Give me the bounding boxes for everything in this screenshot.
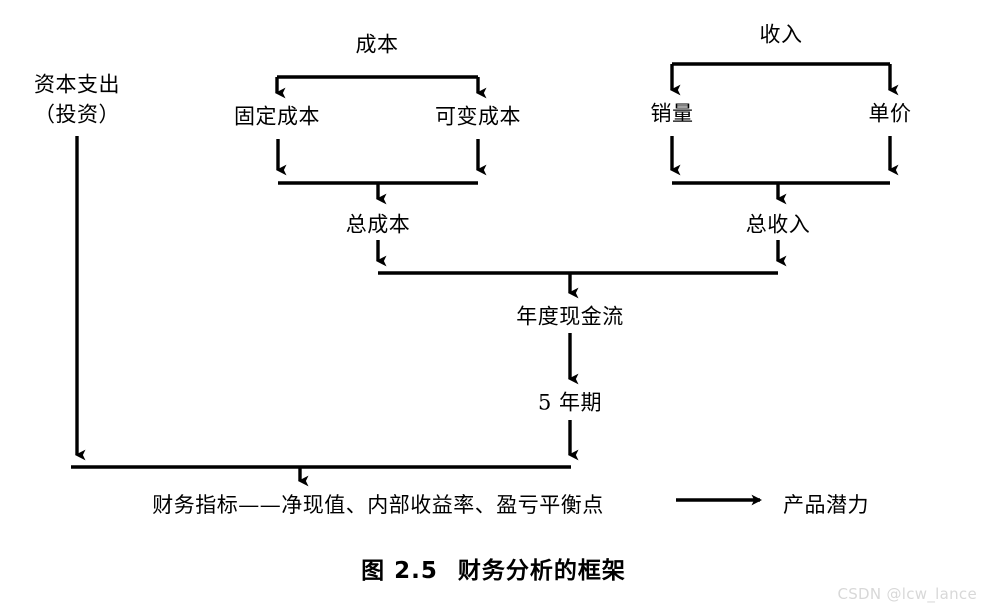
node-sales-volume: 销量 (650, 101, 694, 126)
figure-caption-title: 财务分析的框架 (457, 558, 626, 584)
node-five-year-period: 5 年期 (537, 390, 603, 415)
edge-revenue-split (670, 62, 899, 96)
node-fixed-cost: 固定成本 (234, 104, 320, 129)
edge-revenue-merge (670, 136, 899, 205)
node-total-revenue: 总收入 (745, 212, 811, 237)
node-total-cost: 总成本 (345, 212, 411, 237)
node-product-potential: 产品潜力 (783, 493, 869, 517)
watermark: CSDN @lcw_lance (837, 585, 977, 603)
node-variable-cost: 可变成本 (435, 104, 521, 129)
edge-bar-to-metrics (71, 465, 571, 487)
node-cost: 成本 (355, 32, 399, 57)
figure-caption: 图 2.5 财务分析的框架 (0, 551, 987, 585)
edge-cashflow-merge (376, 240, 787, 299)
node-financial-metrics: 财务指标——净现值、内部收益率、盈亏平衡点 (152, 493, 604, 517)
node-revenue: 收入 (759, 22, 803, 47)
edge-costs-merge (276, 139, 487, 205)
node-capital-expenditure: 资本支出 （投资） (34, 70, 120, 131)
figure-caption-number: 图 2.5 (361, 558, 438, 584)
node-capital-expenditure-line2: （投资） (34, 103, 120, 127)
node-capital-expenditure-line1: 资本支出 (34, 72, 120, 97)
node-annual-cash-flow: 年度现金流 (516, 304, 624, 329)
node-unit-price: 单价 (868, 101, 912, 126)
edge-cost-split (275, 75, 487, 99)
